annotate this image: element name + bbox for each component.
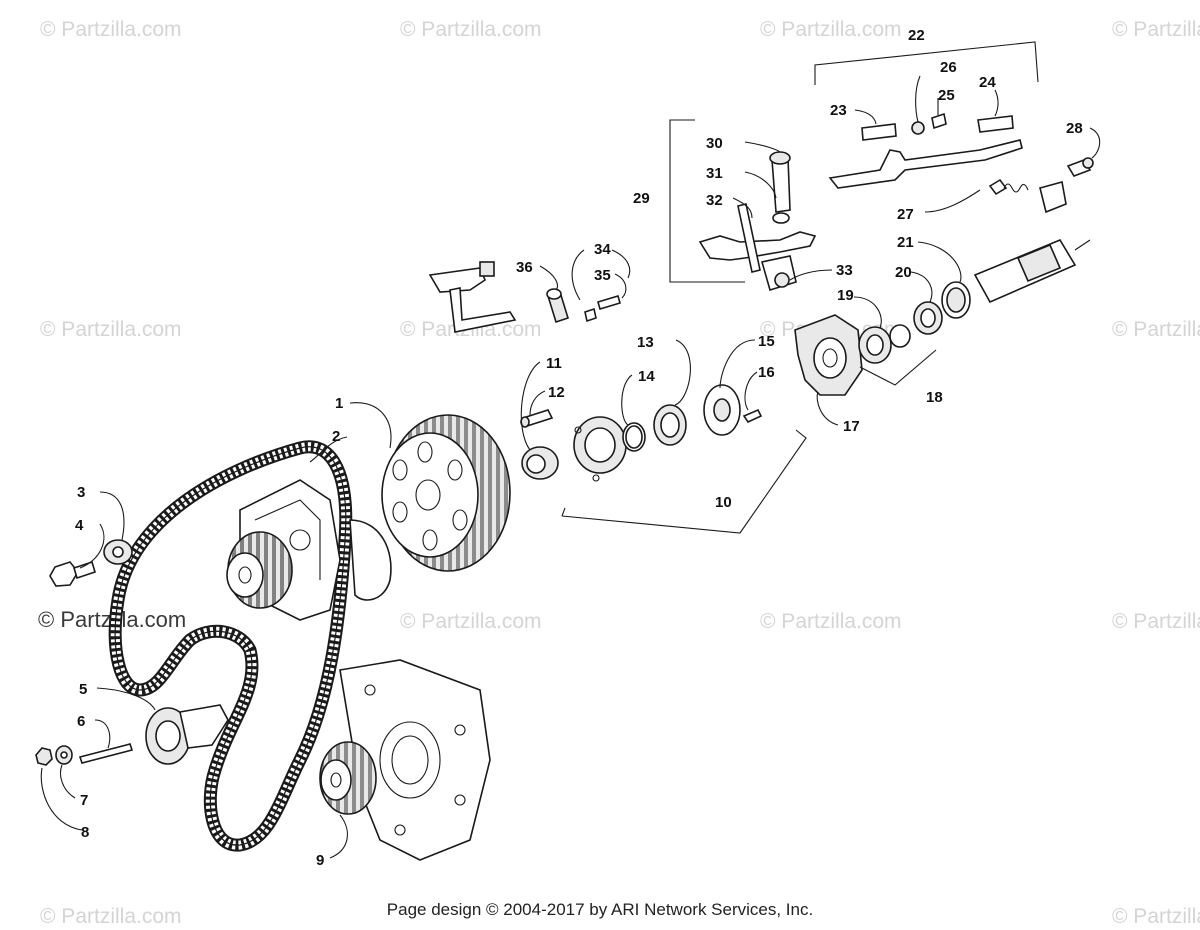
bracket <box>1039 180 1067 214</box>
watermark: © Partzilla.com <box>400 18 542 41</box>
callout-32: 32 <box>706 192 723 209</box>
group-bracket-29 <box>669 119 745 283</box>
tensioner-stud <box>78 743 134 764</box>
oil-pump-housing <box>339 659 491 861</box>
callout-17: 17 <box>843 418 860 435</box>
drive-shaft <box>973 238 1091 304</box>
watermark: © Partzilla.com <box>40 905 182 928</box>
o-ring <box>622 422 646 452</box>
callout-labels: 1 2 3 4 5 6 7 8 9 10 11 12 13 14 15 16 1… <box>75 27 1083 869</box>
callout-27: 27 <box>897 206 914 223</box>
callout-15: 15 <box>758 333 775 350</box>
timing-belt <box>108 440 353 852</box>
callout-16: 16 <box>758 364 775 381</box>
bearing-seal <box>858 324 911 364</box>
callout-36: 36 <box>516 259 533 276</box>
flat-washer <box>55 745 73 765</box>
callout-6: 6 <box>77 713 85 730</box>
watermark: © Partzilla.com <box>40 18 182 41</box>
watermark: © Partzilla.com <box>1112 318 1200 341</box>
callout-1: 1 <box>335 395 343 412</box>
watermark: © Partzilla.com <box>1112 905 1200 928</box>
cap-screw <box>520 409 554 428</box>
callout-5: 5 <box>79 681 87 698</box>
camshaft-pulley <box>381 414 511 572</box>
belt-drive-sprocket <box>226 531 293 609</box>
callout-22: 22 <box>908 27 925 44</box>
callout-10: 10 <box>715 494 732 511</box>
lip-seal <box>913 301 943 335</box>
watermark: © Partzilla.com <box>760 610 902 633</box>
lever-arm-assembly <box>828 112 1023 189</box>
callout-11: 11 <box>546 355 562 372</box>
washer <box>103 539 133 565</box>
spring <box>988 178 1029 196</box>
callout-19: 19 <box>837 287 854 304</box>
callout-33: 33 <box>836 262 853 279</box>
belt-tensioner <box>145 704 229 765</box>
callout-23: 23 <box>830 102 847 119</box>
hex-bolt <box>49 560 96 587</box>
retaining-plate <box>703 384 741 436</box>
footer-copyright: Page design © 2004-2017 by ARI Network S… <box>386 900 814 919</box>
callout-2: 2 <box>332 428 340 445</box>
pump-housing <box>794 314 863 396</box>
watermark: © Partzilla.com <box>1112 610 1200 633</box>
group-bracket-22 <box>814 41 1039 85</box>
callout-4: 4 <box>75 517 84 534</box>
shift-fork-assembly <box>698 151 817 292</box>
sensor-bracket <box>428 261 517 333</box>
group-bracket-10 <box>561 429 807 534</box>
callout-9: 9 <box>316 852 324 869</box>
seal-flange <box>573 416 627 482</box>
watermark: © Partzilla.com <box>40 318 182 341</box>
callout-25: 25 <box>938 87 955 104</box>
sensor <box>546 288 569 324</box>
callout-34: 34 <box>594 241 611 258</box>
callout-21: 21 <box>897 234 914 251</box>
watermark: © Partzilla.com <box>760 18 902 41</box>
group-bracket-18 <box>859 349 937 386</box>
callout-30: 30 <box>706 135 723 152</box>
callout-3: 3 <box>77 484 85 501</box>
callout-35: 35 <box>594 267 611 284</box>
watermark: © Partzilla.com <box>400 610 542 633</box>
callout-20: 20 <box>895 264 912 281</box>
shaft-seal <box>941 281 971 319</box>
crankshaft-sprocket <box>319 741 377 815</box>
callout-26: 26 <box>940 59 957 76</box>
callout-12: 12 <box>548 384 565 401</box>
callout-8: 8 <box>81 824 89 841</box>
callout-14: 14 <box>638 368 655 385</box>
callout-31: 31 <box>706 165 723 182</box>
callout-29: 29 <box>633 190 650 207</box>
hex-nut <box>35 747 53 766</box>
callout-7: 7 <box>80 792 88 809</box>
leader-lines <box>40 75 1101 859</box>
bushing <box>521 446 559 480</box>
callout-18: 18 <box>926 389 943 406</box>
callout-24: 24 <box>979 74 996 91</box>
watermark: © Partzilla.com <box>1112 18 1200 41</box>
grease-fitting <box>1066 157 1094 177</box>
set-screw <box>584 295 621 323</box>
callout-28: 28 <box>1066 120 1083 137</box>
small-screw <box>742 408 763 424</box>
ball-bearing <box>653 404 687 446</box>
callout-13: 13 <box>637 334 654 351</box>
